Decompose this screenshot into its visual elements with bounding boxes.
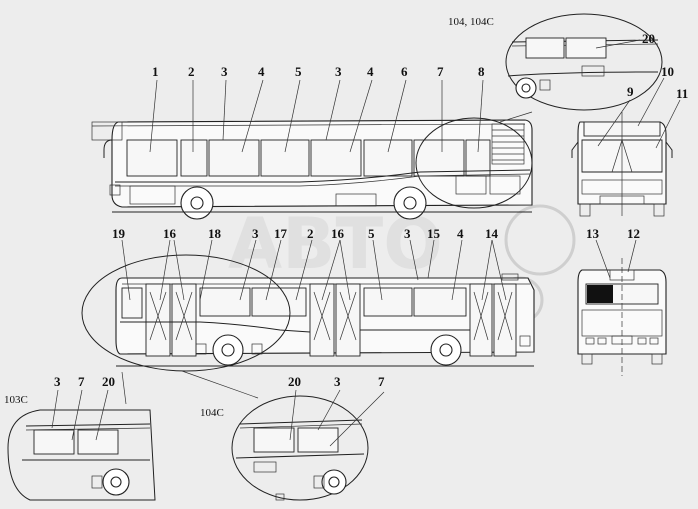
- callout-17: 17: [274, 226, 288, 241]
- front-view: [571, 112, 673, 217]
- callout-20-bl: 20: [102, 374, 115, 389]
- variant-label-bottom-left: 103С: [4, 394, 28, 406]
- callouts-bottom: 19 16 18 3 17 2 16 5 3 15 4 14: [112, 226, 499, 241]
- callout-7-bm: 7: [378, 374, 385, 389]
- rear-view: [577, 258, 667, 376]
- callout-9: 9: [627, 84, 634, 99]
- side-view-bottom: [81, 254, 535, 405]
- callout-16: 16: [163, 226, 177, 241]
- callout-leaders-top: [149, 79, 484, 153]
- side-view-top: [91, 117, 533, 220]
- callout-leaders-rear: [595, 239, 637, 279]
- callout-2: 2: [188, 64, 195, 79]
- callout-4c: 4: [457, 226, 464, 241]
- callout-3-bl: 3: [54, 374, 61, 389]
- callout-2b: 2: [307, 226, 314, 241]
- callout-leaders-front: [597, 77, 681, 149]
- callout-20-bm: 20: [288, 374, 301, 389]
- callouts-top: 1 2 3 4 5 3 4 6 7 8: [152, 64, 485, 79]
- callout-6: 6: [401, 64, 408, 79]
- callout-8: 8: [478, 64, 485, 79]
- detail-bottom-left: [7, 389, 156, 501]
- callout-3b: 3: [335, 64, 342, 79]
- callout-3: 3: [221, 64, 228, 79]
- callout-7: 7: [437, 64, 444, 79]
- variant-label-bottom-middle: 104С: [200, 407, 224, 419]
- callout-18: 18: [208, 226, 222, 241]
- callout-12: 12: [627, 226, 640, 241]
- callout-5b: 5: [368, 226, 375, 241]
- detail-top-right: [499, 13, 663, 123]
- callout-3c: 3: [252, 226, 259, 241]
- callout-1: 1: [152, 64, 159, 79]
- callout-3d: 3: [404, 226, 411, 241]
- callout-19: 19: [112, 226, 126, 241]
- callout-4: 4: [258, 64, 265, 79]
- callout-11: 11: [676, 86, 688, 101]
- detail-bottom-middle: [231, 389, 385, 501]
- callout-5: 5: [295, 64, 302, 79]
- callout-13: 13: [586, 226, 600, 241]
- variant-label-top-right: 104, 104С: [448, 16, 494, 28]
- callout-3-bm: 3: [334, 374, 341, 389]
- callout-10: 10: [661, 64, 674, 79]
- callout-15: 15: [427, 226, 441, 241]
- callout-leaders-bottom: [121, 239, 507, 301]
- callout-16b: 16: [331, 226, 345, 241]
- callout-20-tr: 20: [642, 31, 655, 46]
- callout-14: 14: [485, 226, 499, 241]
- callout-7-bl: 7: [78, 374, 85, 389]
- callout-4b: 4: [367, 64, 374, 79]
